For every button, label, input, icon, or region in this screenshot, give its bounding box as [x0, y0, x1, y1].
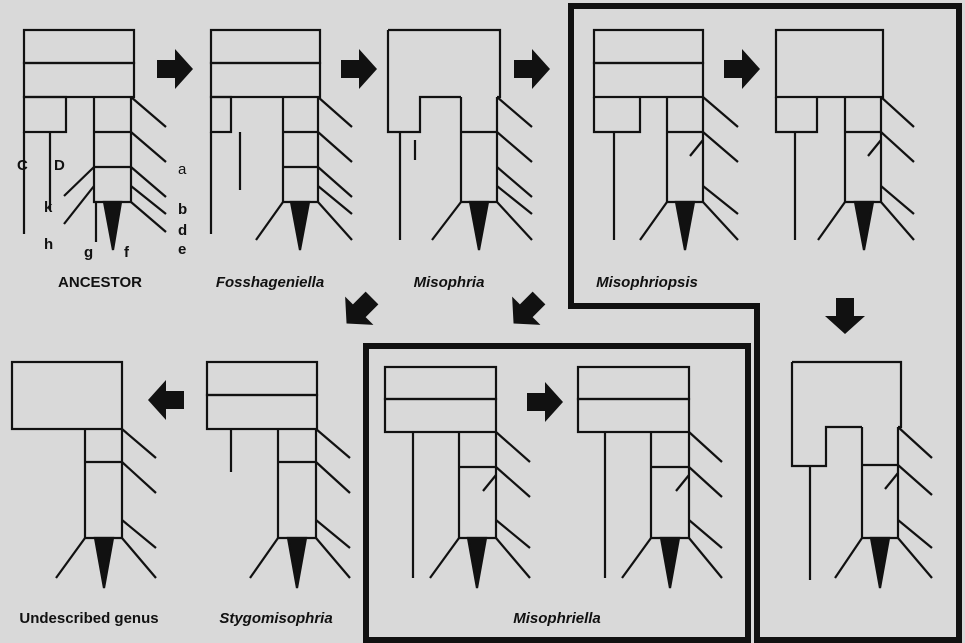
panel-misophriella-b [576, 365, 723, 589]
panel-label-misophriella: Misophriella [513, 610, 601, 627]
panel-label-misophria: Misophria [414, 274, 485, 291]
panel-undescribed-genus [10, 360, 157, 589]
panel-label-ancestor: ANCESTOR [58, 274, 142, 291]
letter-C: C [17, 157, 28, 174]
letter-f: f [124, 244, 130, 261]
letter-b: b [178, 201, 187, 218]
clade-frame-misophriella [363, 343, 751, 643]
arrow-right-icon [341, 49, 377, 89]
arrow-down-left-icon [332, 283, 387, 338]
panel-label-undescribed-genus: Undescribed genus [19, 610, 158, 627]
arrow-down-icon [825, 298, 865, 334]
arrow-down-left-icon [499, 283, 554, 338]
panel-misophriopsis-derived [774, 28, 915, 251]
letter-g: g [84, 244, 93, 261]
segment-letters: C D a k b d h g f e [17, 157, 187, 261]
letter-d: d [178, 222, 187, 239]
panel-misophriella-a [383, 365, 531, 589]
panel-bottom-right [790, 360, 933, 589]
panel-label-misophriopsis: Misophriopsis [596, 274, 698, 291]
arrow-right-icon [157, 49, 193, 89]
arrow-left-icon [148, 380, 184, 420]
arrow-right-icon [724, 49, 760, 89]
letter-e: e [178, 241, 186, 258]
panel-misophriopsis [592, 28, 739, 251]
panel-fosshageniella [209, 28, 353, 251]
letter-h: h [44, 236, 53, 253]
panel-label-fosshageniella: Fosshageniella [216, 274, 324, 291]
letter-D: D [54, 157, 65, 174]
arrow-right-icon [514, 49, 550, 89]
panel-ancestor [22, 28, 167, 251]
letter-k: k [44, 199, 53, 216]
letter-a: a [178, 161, 187, 178]
panel-misophria [386, 28, 533, 251]
panel-stygomisophria [205, 360, 351, 589]
clade-frame-misophriopsis [568, 3, 962, 643]
arrow-right-icon [527, 382, 563, 422]
panel-label-stygomisophria: Stygomisophria [219, 610, 332, 627]
